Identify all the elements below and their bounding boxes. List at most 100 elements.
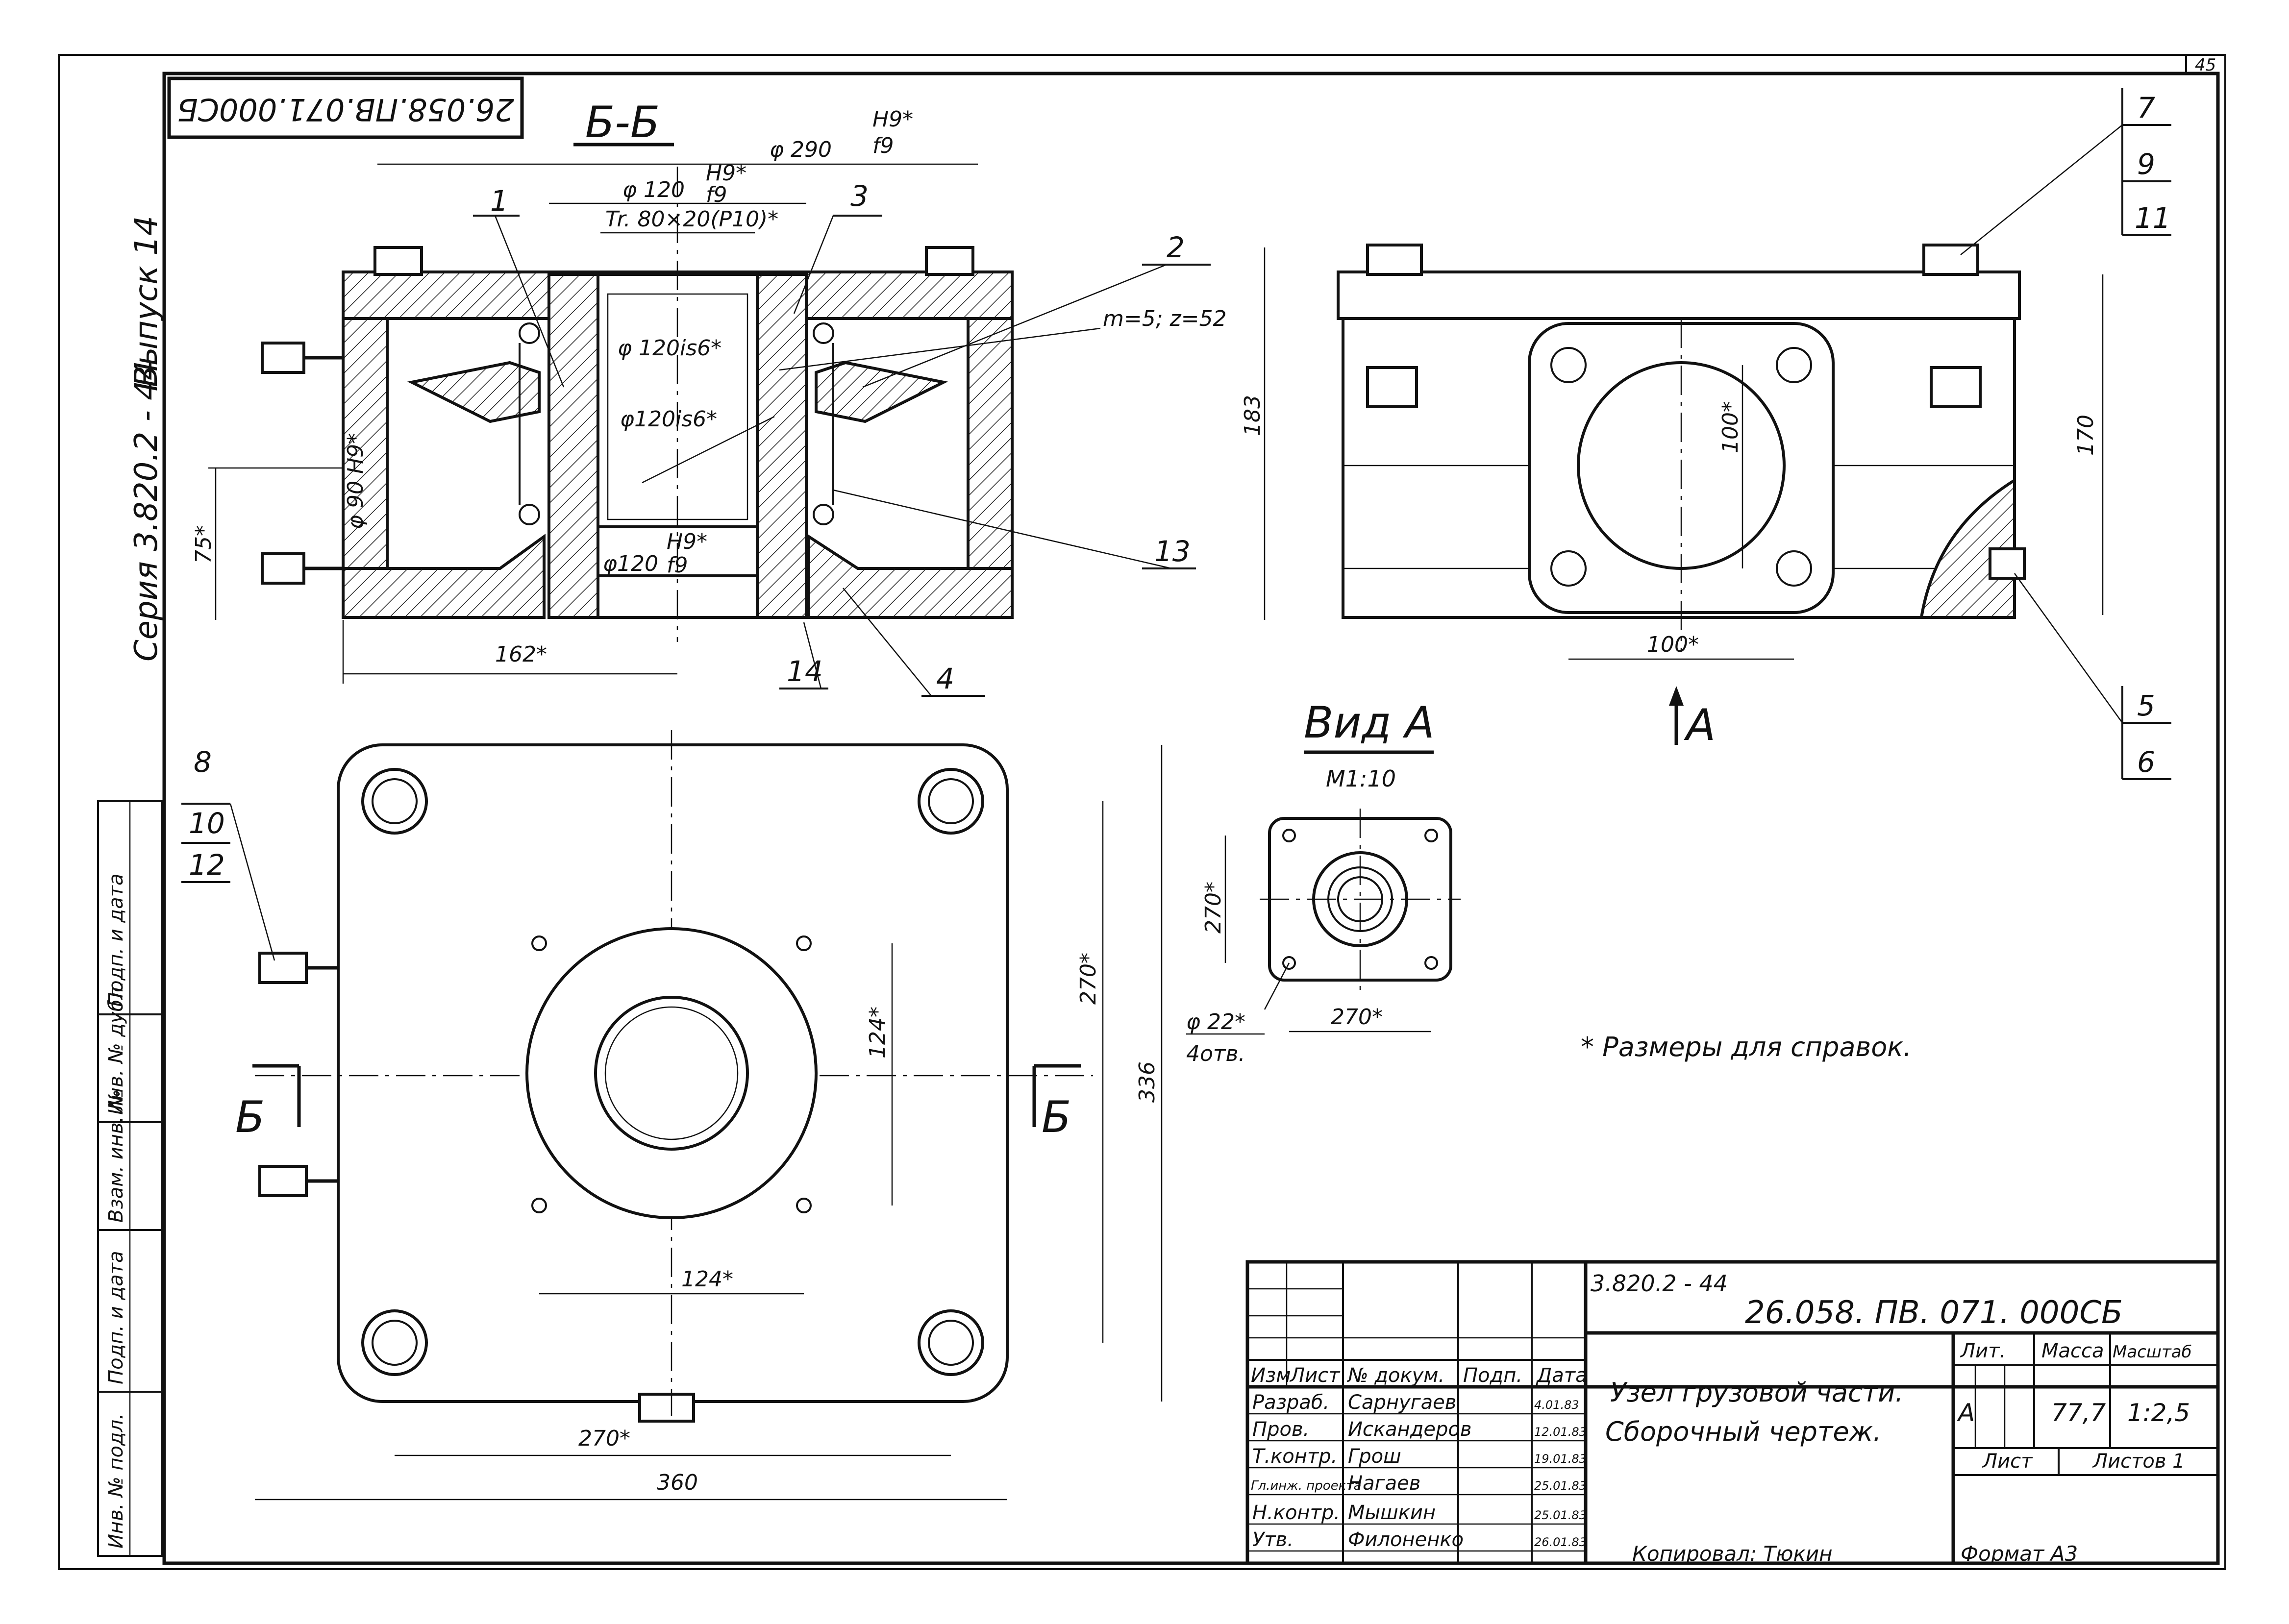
dim-w162: 162* bbox=[495, 642, 547, 667]
rotated-stamp: 26.058.ПВ.071.000СБ bbox=[167, 76, 524, 139]
tb-mass-value: 77,7 bbox=[2051, 1399, 2106, 1427]
view-a-scale: М1:10 bbox=[1326, 765, 1396, 792]
strip-field-4: Подп. и дата bbox=[105, 874, 127, 1007]
tb-row3-name: Нагаев bbox=[1348, 1472, 1420, 1495]
tb-header-date: Дата bbox=[1536, 1364, 1588, 1387]
callout-1: 1 bbox=[490, 184, 508, 218]
tb-row1-name: Искандеров bbox=[1348, 1418, 1471, 1441]
section-view: Б-Б φ 290 bbox=[191, 97, 1226, 697]
gear-right bbox=[815, 361, 948, 423]
section-mark-right: Б bbox=[1042, 1092, 1071, 1142]
tb-row1-date: 12.01.83 bbox=[1534, 1425, 1587, 1439]
tb-row0-name: Сарнугаев bbox=[1348, 1391, 1456, 1414]
dim-d290-fit-top: H9* bbox=[872, 107, 913, 132]
view-a-title: Вид А bbox=[1304, 697, 1435, 748]
tb-row0-role: Разраб. bbox=[1252, 1391, 1329, 1414]
tb-header-list: Лист bbox=[1289, 1364, 1341, 1387]
tb-row0-date: 4.01.83 bbox=[1534, 1398, 1579, 1412]
callout-8: 8 bbox=[194, 745, 212, 779]
side-view: 183 170 100* 100* A 7 9 11 5 6 bbox=[1240, 88, 2171, 780]
strip-field-1: Подп. и дата bbox=[105, 1251, 127, 1384]
tb-title-line2: Сборочный чертеж. bbox=[1605, 1416, 1881, 1447]
tb-sheet-label: Лист bbox=[1982, 1450, 2033, 1473]
dim-h75: 75* bbox=[191, 525, 216, 564]
strip-field-2: Взам. инв. № bbox=[105, 1089, 127, 1223]
section-mark-left: Б bbox=[235, 1092, 265, 1142]
plan-dim-w270: 270* bbox=[578, 1426, 630, 1451]
stud-lower bbox=[261, 552, 305, 585]
tb-scale-label: Масштаб bbox=[2113, 1342, 2192, 1362]
tb-row2-role: Т.контр. bbox=[1252, 1445, 1337, 1468]
plan-dim-h336: 336 bbox=[1135, 1061, 1160, 1103]
stamp-code: 26.058.ПВ.071.000СБ bbox=[177, 92, 514, 127]
tb-title-line1: Узел грузовой части. bbox=[1610, 1377, 1903, 1408]
section-title: Б-Б bbox=[585, 97, 660, 148]
dim-d120-bottom-fit-bottom: f9 bbox=[667, 553, 688, 578]
plan-view: Б Б 124* 124* 270* 336 270* 360 8 10 12 bbox=[181, 730, 1163, 1501]
tb-sheets-label: Листов 1 bbox=[2092, 1450, 2185, 1473]
tb-copied-by: Копировал: Тюкин bbox=[1632, 1542, 1833, 1566]
tb-format: Формат А3 bbox=[1961, 1542, 2078, 1566]
callout-10: 10 bbox=[189, 807, 225, 840]
plan-dim-h124: 124* bbox=[865, 1007, 890, 1058]
dim-d120-bottom-fit-top: H9* bbox=[667, 529, 707, 554]
view-a-dim-h270: 270* bbox=[1201, 882, 1226, 934]
callout-4: 4 bbox=[936, 662, 954, 695]
callout-7: 7 bbox=[2137, 91, 2155, 124]
plan-dim-w360: 360 bbox=[657, 1470, 698, 1495]
dim-d290-fit-bottom: f9 bbox=[872, 133, 894, 158]
tb-row4-name: Мышкин bbox=[1348, 1501, 1436, 1524]
dim-d120is6-a: φ 120is6* bbox=[618, 336, 722, 361]
dim-d90: φ 90 H9* bbox=[343, 433, 368, 529]
view-a-hole-count: 4отв. bbox=[1186, 1041, 1245, 1066]
plan-bore bbox=[594, 996, 749, 1151]
gear-left bbox=[407, 361, 541, 423]
view-a: Вид А М1:10 270* 270* φ 22* 4отв. bbox=[1186, 697, 1461, 1066]
tb-lit-value: А bbox=[1957, 1399, 1975, 1427]
dim-d120-bottom: φ120 bbox=[603, 551, 658, 576]
sheet-frame: 45 bbox=[58, 54, 2226, 1570]
tb-scale-value: 1:2,5 bbox=[2127, 1399, 2190, 1427]
plan-corner-bolts bbox=[361, 768, 984, 1376]
side-top-plate bbox=[1337, 271, 2021, 320]
callout-6: 6 bbox=[2137, 745, 2155, 779]
dim-d120-fit-top: H9* bbox=[706, 161, 746, 186]
side-dim-d100v: 100* bbox=[1718, 401, 1743, 453]
tb-row3-date: 25.01.83 bbox=[1534, 1479, 1587, 1493]
tb-row3-role: Гл.инж. проекта bbox=[1251, 1478, 1361, 1493]
tb-row4-role: Н.контр. bbox=[1252, 1501, 1340, 1524]
tb-lit-label: Лит. bbox=[1960, 1340, 2006, 1362]
plan-dim-h270: 270* bbox=[1076, 953, 1101, 1005]
top-bolt-right bbox=[925, 246, 974, 276]
callout-3: 3 bbox=[850, 179, 869, 213]
callout-2: 2 bbox=[1167, 231, 1185, 264]
plan-small-holes bbox=[531, 935, 812, 1213]
tb-row2-date: 19.01.83 bbox=[1534, 1452, 1587, 1466]
tb-header-doc: № докум. bbox=[1347, 1364, 1444, 1387]
left-strip: Инв. № подл. Подп. и дата Взам. инв. № И… bbox=[97, 800, 163, 1557]
callout-11: 11 bbox=[2135, 201, 2171, 235]
view-a-dim-w270: 270* bbox=[1331, 1005, 1383, 1030]
tb-header-izm: Изм bbox=[1251, 1364, 1291, 1387]
sheet-corner-number: 45 bbox=[2195, 55, 2216, 75]
dim-d120: φ 120 bbox=[622, 177, 685, 202]
callout-13: 13 bbox=[1154, 535, 1191, 568]
tb-row5-name: Филоненко bbox=[1348, 1528, 1464, 1551]
callout-14: 14 bbox=[787, 655, 823, 688]
view-arrow-a: A bbox=[1684, 700, 1716, 750]
tb-row1-role: Пров. bbox=[1252, 1418, 1309, 1441]
sleeve-right bbox=[756, 273, 808, 619]
callout-5: 5 bbox=[2137, 689, 2155, 722]
tb-row5-role: Утв. bbox=[1252, 1528, 1294, 1551]
side-dim-h170: 170 bbox=[2073, 415, 2098, 456]
dim-d290: φ 290 bbox=[770, 137, 832, 162]
title-block: 3.820.2 - 44 26.058. ПВ. 071. 000СБ Узел… bbox=[1245, 1260, 2220, 1566]
series-label: Серия 3.820.2 - 44 bbox=[128, 360, 165, 662]
tb-row5-date: 26.01.83 bbox=[1534, 1535, 1587, 1549]
tb-doc-code: 26.058. ПВ. 071. 000СБ bbox=[1745, 1295, 2123, 1331]
side-dim-d100h: 100* bbox=[1647, 632, 1699, 657]
tb-row4-date: 25.01.83 bbox=[1534, 1508, 1587, 1522]
tb-doc-series: 3.820.2 - 44 bbox=[1591, 1270, 1728, 1297]
callout-12: 12 bbox=[189, 848, 225, 882]
